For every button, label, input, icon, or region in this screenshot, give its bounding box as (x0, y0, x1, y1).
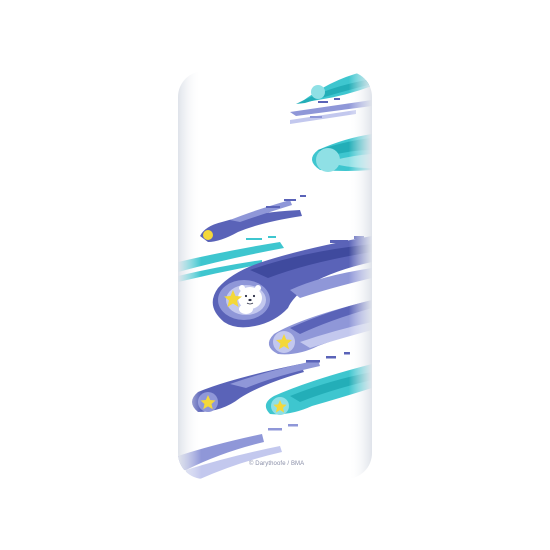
copyright-text: © Darythoofe / BMA (249, 461, 305, 467)
case-edge-right (178, 71, 372, 479)
